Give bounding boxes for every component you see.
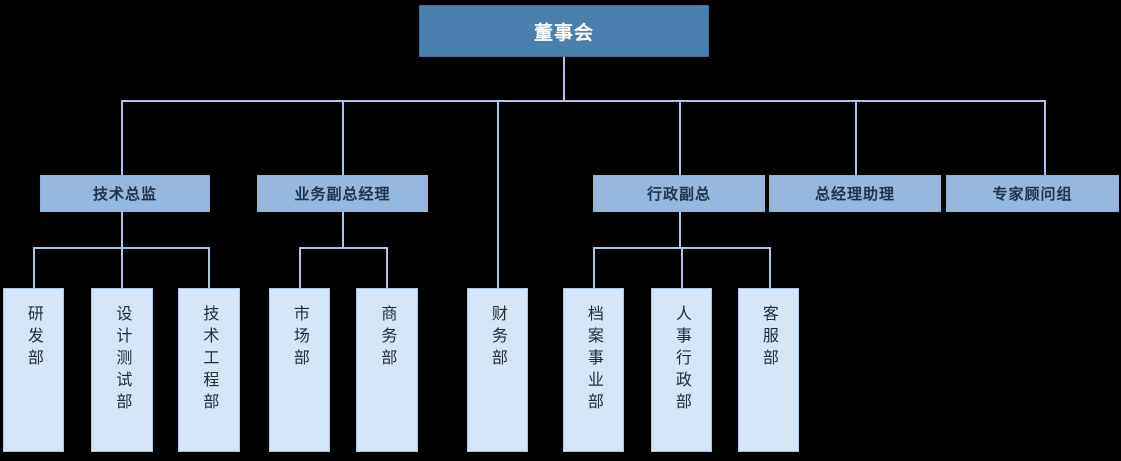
node-label-finance-dept: 财务部	[488, 305, 508, 371]
connector-drop-design-test-dept	[121, 247, 123, 288]
connector-stem-tech-director	[121, 212, 123, 248]
node-expert-advisory-group[interactable]: 专家顾问组	[946, 175, 1119, 212]
connector-root-stem	[563, 57, 565, 102]
node-label-rd-dept: 研发部	[24, 305, 44, 371]
node-label-expert-advisory-group: 专家顾问组	[992, 185, 1073, 203]
node-marketing-dept[interactable]: 市场部	[269, 288, 330, 452]
node-label-admin-vp: 行政副总	[646, 185, 711, 203]
node-finance-dept[interactable]: 财务部	[467, 288, 528, 452]
connector-drop-finance-dept	[497, 100, 499, 288]
connector-drop-tech-director	[121, 100, 123, 175]
node-label-archives-dept: 档案事业部	[584, 305, 604, 415]
node-label-tech-director: 技术总监	[92, 185, 157, 203]
connector-bus-business-vp	[299, 247, 387, 249]
node-rd-dept[interactable]: 研发部	[3, 288, 64, 452]
connector-drop-customer-service-dept	[769, 247, 771, 288]
connector-main-bus	[121, 100, 1045, 102]
connector-drop-archives-dept	[593, 247, 595, 288]
node-gm-assistant[interactable]: 总经理助理	[769, 175, 941, 212]
node-customer-service-dept[interactable]: 客服部	[738, 288, 799, 452]
connector-drop-gm-assistant	[855, 100, 857, 175]
node-hr-admin-dept[interactable]: 人事行政部	[651, 288, 712, 452]
node-label-commerce-dept: 商务部	[378, 305, 398, 371]
connector-drop-business-vp	[342, 100, 344, 175]
node-tech-director[interactable]: 技术总监	[40, 175, 210, 212]
node-board-of-directors[interactable]: 董事会	[419, 5, 709, 57]
connector-drop-hr-admin-dept	[681, 247, 683, 288]
connector-drop-rd-dept	[33, 247, 35, 288]
node-commerce-dept[interactable]: 商务部	[356, 288, 418, 452]
node-label-tech-engineering-dept: 技术工程部	[200, 305, 220, 415]
node-admin-vp[interactable]: 行政副总	[593, 175, 765, 212]
node-label-business-vp: 业务副总经理	[294, 185, 391, 203]
node-tech-engineering-dept[interactable]: 技术工程部	[178, 288, 240, 452]
node-label-design-test-dept: 设计测试部	[113, 305, 133, 415]
connector-drop-commerce-dept	[386, 247, 388, 288]
connector-drop-expert-group	[1044, 100, 1046, 175]
connector-drop-tech-engineering-dept	[208, 247, 210, 288]
connector-stem-admin-vp	[679, 212, 681, 248]
node-label-hr-admin-dept: 人事行政部	[672, 305, 692, 415]
node-label-marketing-dept: 市场部	[290, 305, 310, 371]
connector-drop-marketing-dept	[299, 247, 301, 288]
connector-drop-admin-vp	[679, 100, 681, 175]
node-business-vp[interactable]: 业务副总经理	[257, 175, 428, 212]
node-label-customer-service-dept: 客服部	[759, 305, 779, 371]
node-design-test-dept[interactable]: 设计测试部	[91, 288, 153, 452]
connector-stem-business-vp	[342, 212, 344, 248]
node-archives-dept[interactable]: 档案事业部	[563, 288, 624, 452]
node-label-board-of-directors: 董事会	[533, 21, 594, 44]
node-label-gm-assistant: 总经理助理	[814, 185, 895, 203]
